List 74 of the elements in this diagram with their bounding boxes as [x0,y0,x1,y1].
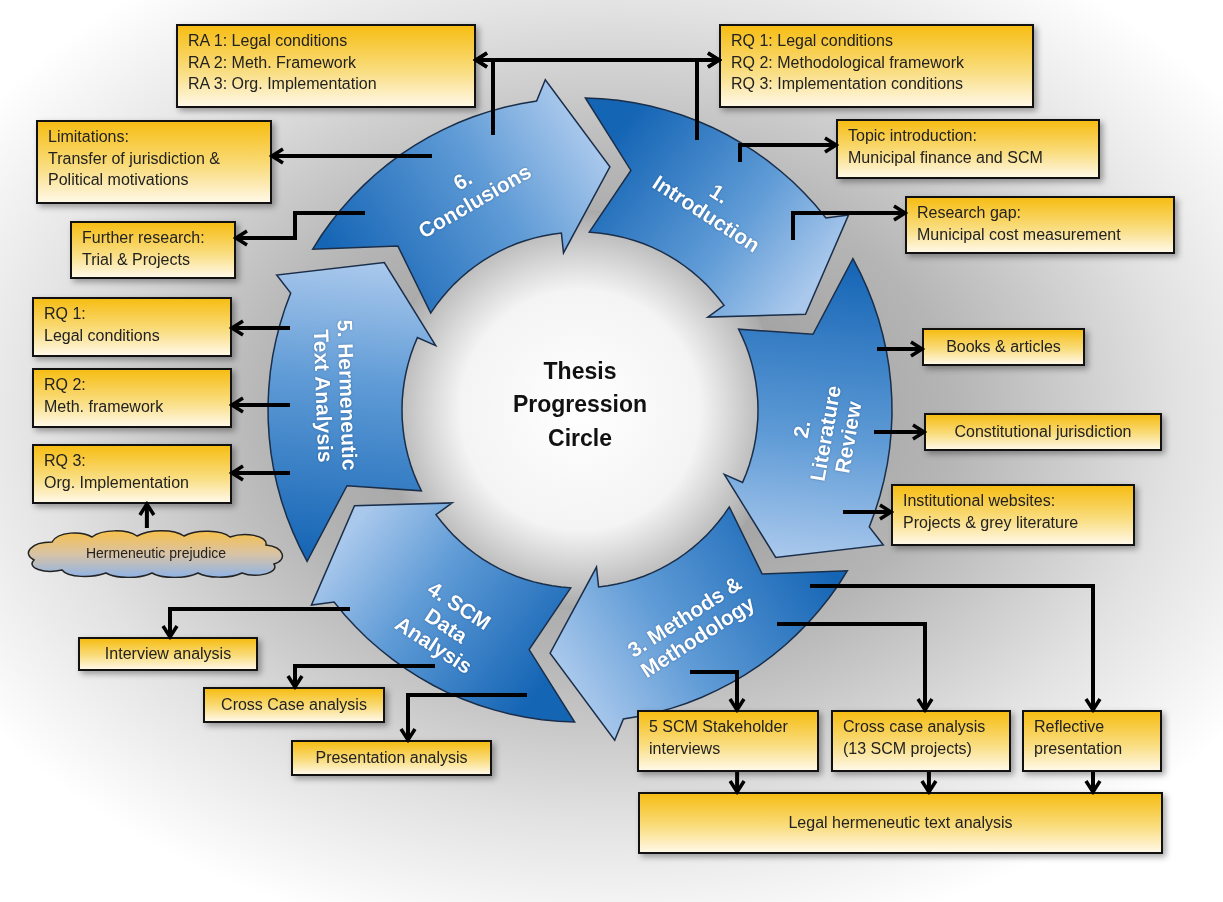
box-text: Legal hermeneutic text analysis [787,813,1014,834]
note-box [891,484,1135,546]
box-text: Cross Case analysis [220,695,368,716]
note-box [203,687,385,723]
box-text: Legal conditions [44,325,161,346]
note-box [922,328,1085,366]
box-text: Transfer of jurisdiction & Political motivations [48,148,221,191]
arrow [286,664,435,689]
box-text: Books & articles [945,337,1062,358]
note-box [32,444,232,504]
box-text: Projects & grey literature [903,512,1080,533]
note-box [176,24,476,108]
box-text: RQ 3: [44,451,87,471]
arrow [874,423,926,441]
box-text: Limitations: [48,127,130,147]
box-text: 5 SCM Stakeholder interviews [649,717,789,759]
note-box [32,297,232,357]
box-text: RQ 3: Implementation conditions [731,74,965,95]
box-text: Municipal finance and SCM [848,147,1044,168]
arrow [230,319,290,337]
arrow [877,340,924,358]
arrow [690,670,746,712]
arrow [230,396,290,414]
note-box [924,413,1162,451]
diagram-title: Thesis Progression Circle [511,357,649,453]
box-text: RQ 2: Methodological framework [731,52,965,73]
arrow [843,503,893,521]
note-box [836,119,1100,179]
note-box [32,368,232,428]
box-text: RA 2: Meth. Framework [188,52,358,73]
arrow [1084,772,1102,794]
note-box [1022,710,1162,772]
box-text: RA 3: Org. Implementation [188,74,378,95]
cloud-text: Hermeneutic prejudice [85,545,227,561]
box-text: Cross case analysis (13 SCM projects) [843,717,987,759]
note-box [637,710,819,772]
arrow [270,147,432,165]
note-box [36,120,272,204]
box-text: Municipal cost measurement [917,224,1122,245]
box-text: RQ 2: [44,375,87,395]
box-text: Institutional websites: [903,491,1057,511]
note-box [905,196,1175,254]
note-box [291,740,492,776]
arrow [234,211,365,247]
arrow [230,464,290,482]
arrow [399,693,527,742]
stage-label: 5. Hermeneutic Text Analysis [309,318,362,473]
box-text: RA 1: Legal conditions [188,31,349,51]
box-text: Further research: [82,228,206,248]
box-text: Research gap: [917,203,1023,223]
arrow [738,136,838,162]
note-box [719,24,1034,108]
box-text: Org. Implementation [44,472,190,493]
box-text: Constitutional jurisdiction [953,422,1133,443]
arrow [920,772,938,794]
arrow [791,204,907,240]
stage-label: 2. Literature Review [787,382,867,485]
arrow [728,772,746,794]
box-text: Reflective presentation [1034,717,1124,759]
box-text: Trial & Projects [82,249,191,270]
note-box [78,637,258,671]
box-text: RQ 1: [44,304,87,324]
arrow [777,622,934,712]
box-text: Interview analysis [103,644,233,665]
note-box [70,221,236,279]
box-text: Presentation analysis [314,748,469,769]
note-box [638,792,1163,854]
box-text: RQ 1: Legal conditions [731,31,894,51]
arrow [161,607,350,639]
note-box [831,710,1011,772]
arrow [138,502,156,528]
box-text: Topic introduction: [848,126,978,146]
box-text: Meth. framework [44,396,165,417]
arrow [810,584,1102,712]
